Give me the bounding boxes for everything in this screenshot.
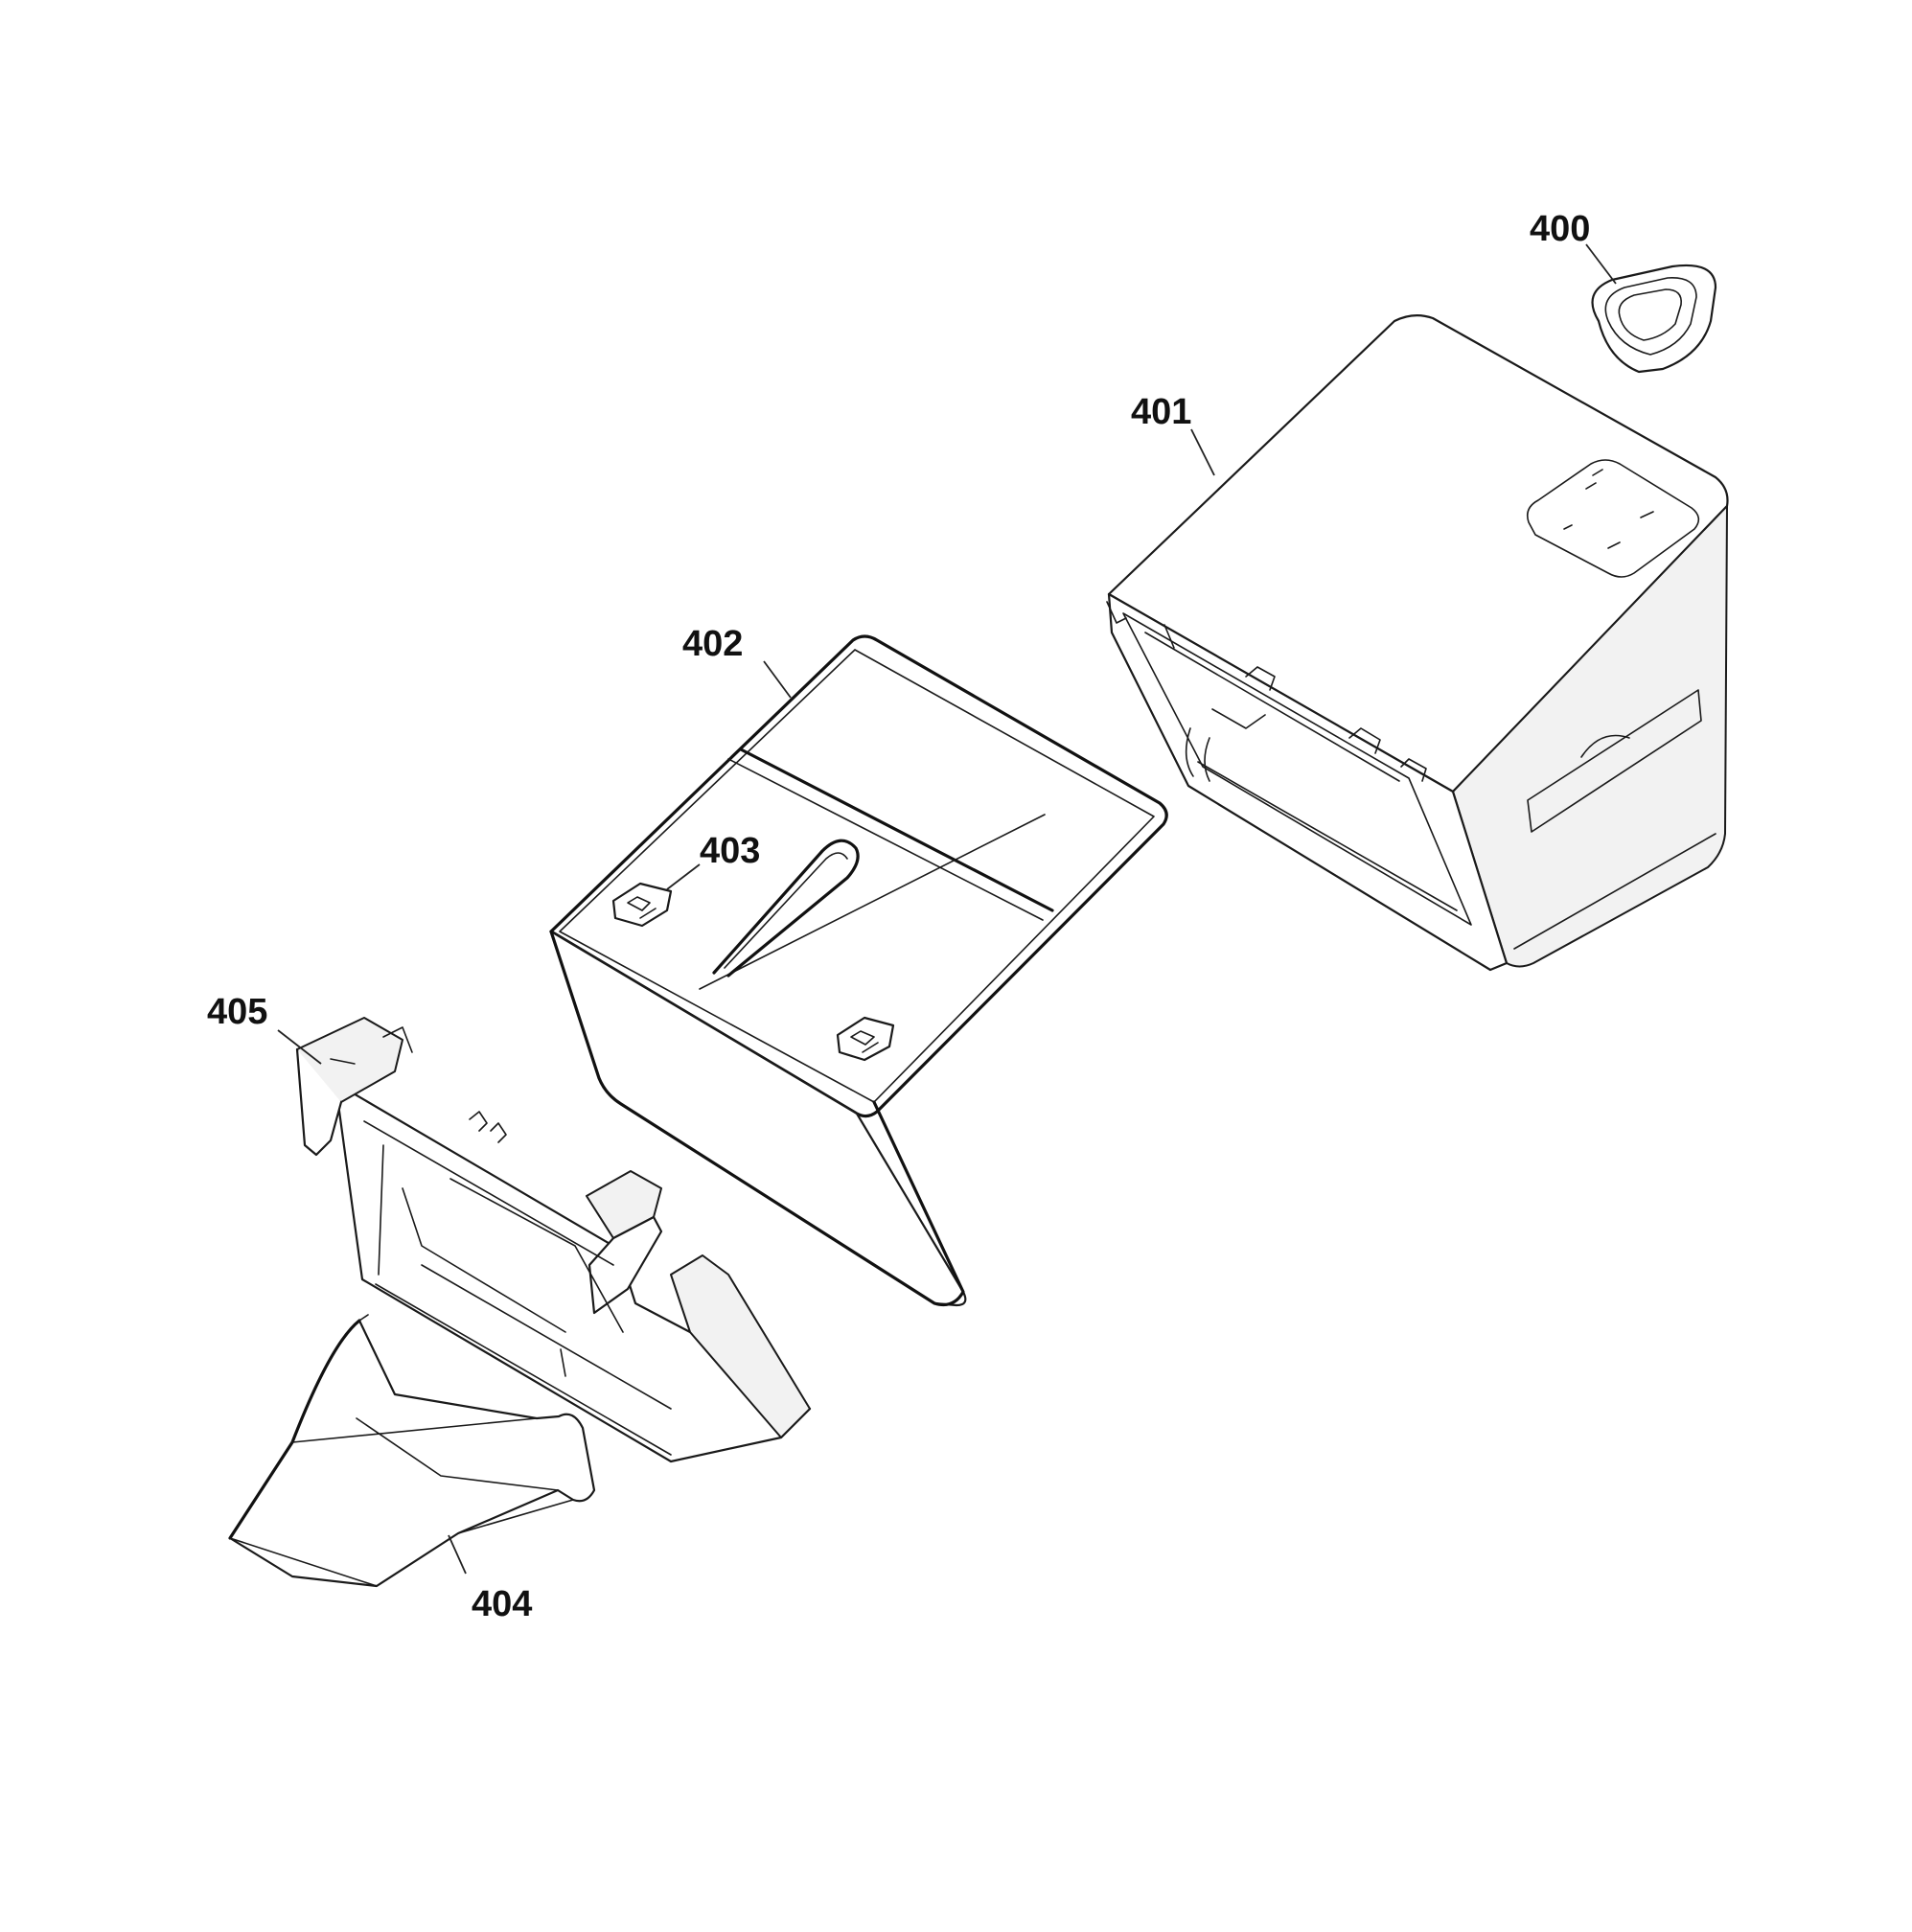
callout-405: 405 bbox=[207, 992, 267, 1032]
part-403-clip-lower[interactable] bbox=[836, 1016, 895, 1062]
part-400-handle-cap[interactable] bbox=[1591, 264, 1717, 374]
leader-400 bbox=[1585, 243, 1617, 285]
leader-403 bbox=[666, 863, 701, 890]
part-402-bag-frame[interactable] bbox=[549, 634, 1168, 1307]
callout-401: 401 bbox=[1131, 392, 1191, 432]
leader-401 bbox=[1190, 428, 1215, 476]
callout-400: 400 bbox=[1530, 209, 1590, 249]
leader-404 bbox=[448, 1534, 467, 1575]
callout-404: 404 bbox=[472, 1584, 532, 1624]
part-403-clip-upper[interactable] bbox=[611, 882, 673, 928]
part-404-chute[interactable] bbox=[228, 1314, 596, 1588]
callout-402: 402 bbox=[682, 624, 743, 664]
leader-402 bbox=[763, 660, 792, 699]
part-401-grass-box-top[interactable] bbox=[1106, 314, 1729, 972]
leader-405 bbox=[277, 1029, 322, 1065]
callout-403: 403 bbox=[700, 831, 760, 871]
part-405-rear-flap[interactable] bbox=[295, 1017, 812, 1463]
